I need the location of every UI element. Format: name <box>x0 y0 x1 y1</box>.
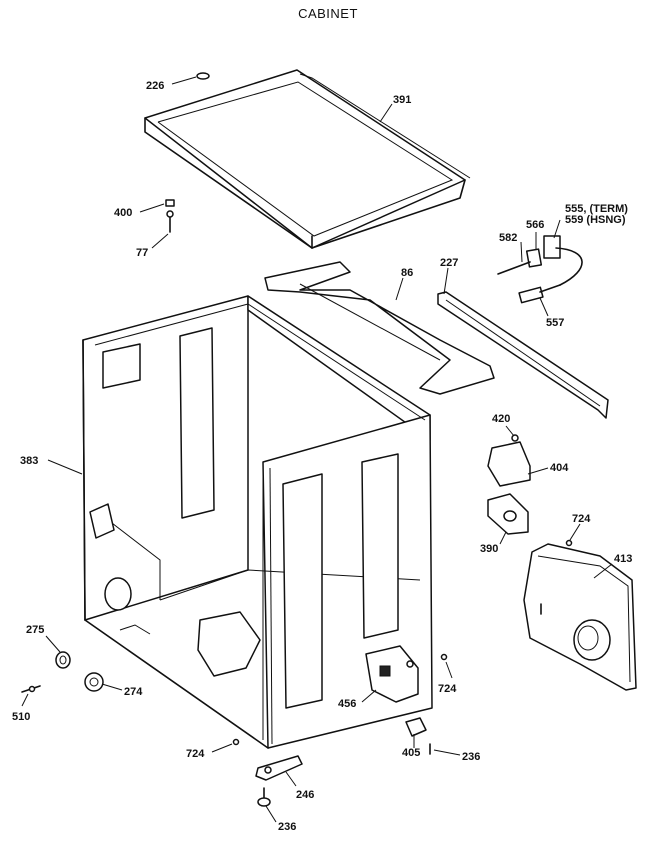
part-label-405: 405 <box>402 747 420 759</box>
part-label-557: 557 <box>546 317 564 329</box>
part-label-724b: 724 <box>186 748 205 760</box>
leader-lines <box>21 76 613 823</box>
screw-part-400 <box>165 199 175 233</box>
part-label-582: 582 <box>499 232 517 244</box>
part-label-510: 510 <box>12 711 30 723</box>
part-label-420: 420 <box>492 413 510 425</box>
part-label-383: 383 <box>20 455 38 467</box>
clip-part-226 <box>196 72 210 80</box>
part-label-555: 555, (TERM) <box>565 203 628 215</box>
foot-bracket-part-246 <box>255 755 303 781</box>
part-label-400: 400 <box>114 207 132 219</box>
switch-part-390 <box>487 493 529 535</box>
part-label-77: 77 <box>136 247 148 259</box>
part-label-226: 226 <box>146 80 164 92</box>
terminal-block-part <box>497 235 583 304</box>
part-label-724a: 724 <box>572 513 591 525</box>
part-label-724c: 724 <box>438 683 457 695</box>
part-label-413: 413 <box>614 553 632 565</box>
part-label-391: 391 <box>393 94 411 106</box>
door-switch-bracket-part <box>365 645 419 703</box>
screw-part-510 <box>21 685 41 693</box>
part-label-227: 227 <box>440 257 458 269</box>
part-label-236b: 236 <box>278 821 296 833</box>
leveling-leg-part-236a <box>257 787 271 807</box>
clip-part-405 <box>405 717 427 737</box>
part-labels: 226 391 400 77 86 227 555, (TERM) 559 (H… <box>12 80 632 833</box>
part-label-246: 246 <box>296 789 314 801</box>
part-label-390: 390 <box>480 543 498 555</box>
mounting-plate-part-404 <box>487 441 531 487</box>
front-rail-part <box>437 291 609 419</box>
knob-part-274 <box>84 672 104 692</box>
part-label-456: 456 <box>338 698 356 710</box>
top-panel-part <box>144 69 471 249</box>
diagram-title: CABINET <box>298 6 358 21</box>
part-label-275: 275 <box>26 624 44 636</box>
part-label-404: 404 <box>550 462 569 474</box>
screw-part-420 <box>511 434 519 442</box>
part-label-566: 566 <box>526 219 544 231</box>
grommet-part-275 <box>55 651 71 669</box>
part-label-86: 86 <box>401 267 413 279</box>
part-label-236a: 236 <box>462 751 480 763</box>
part-label-559: 559 (HSNG) <box>565 214 626 226</box>
support-bracket-part <box>264 261 495 395</box>
control-panel-part <box>523 543 637 691</box>
screw-part-724 <box>232 539 573 746</box>
part-label-274: 274 <box>124 686 143 698</box>
